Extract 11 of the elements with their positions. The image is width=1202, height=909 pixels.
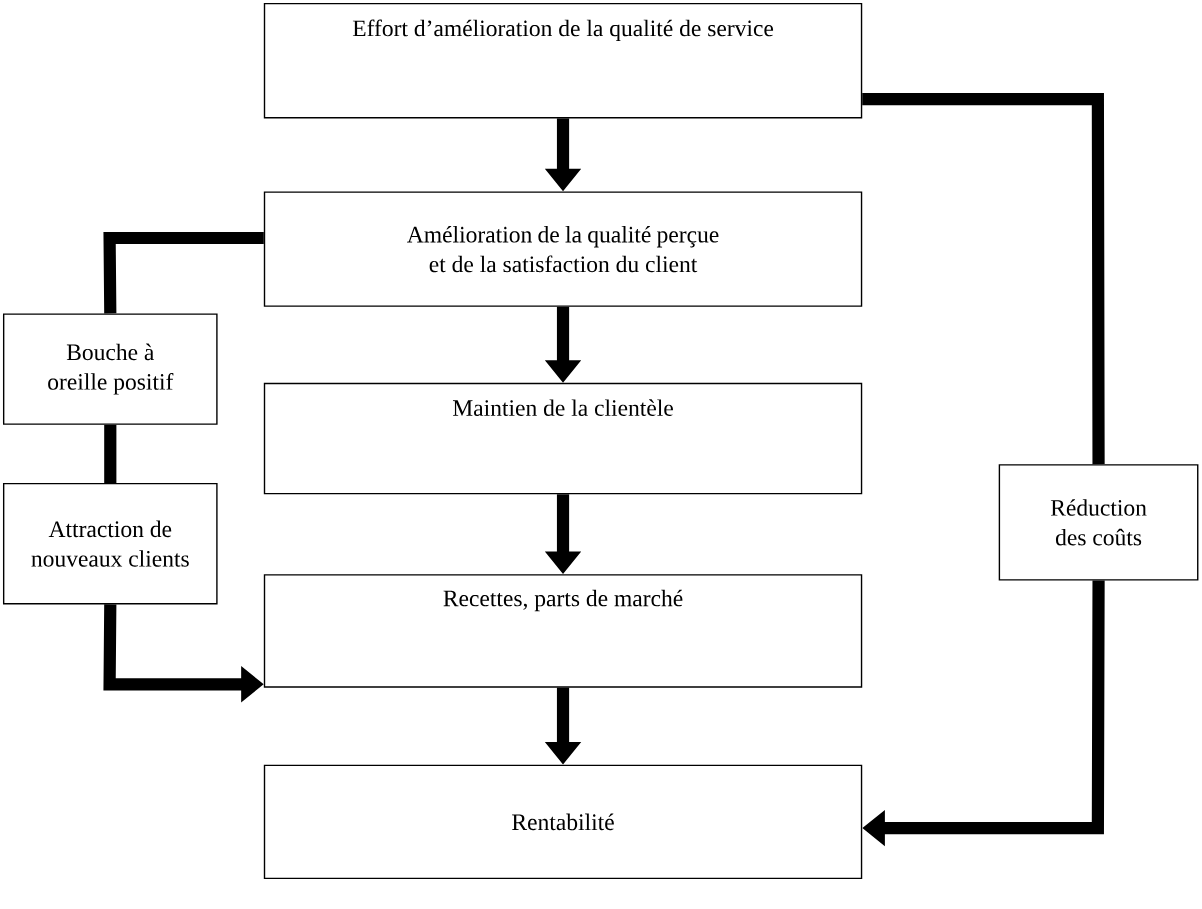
process-box: Réduction des coûts [998,463,1199,581]
process-box: Maintien de la clientèle [263,382,863,495]
connector-line [103,231,264,314]
process-box: Recettes, parts de marché [263,574,863,688]
process-box: Effort d’amélioration de la qualité de service [263,2,863,119]
process-box: Rentabilité [263,764,863,879]
process-box: Bouche à oreille positif [2,313,218,425]
connector-line [104,424,117,483]
process-box: Attraction de nouveaux clients [2,482,218,605]
connector-line [862,92,1105,464]
process-box: Amélioration de la qualité perçue et de la satisfaction du client [263,191,863,307]
